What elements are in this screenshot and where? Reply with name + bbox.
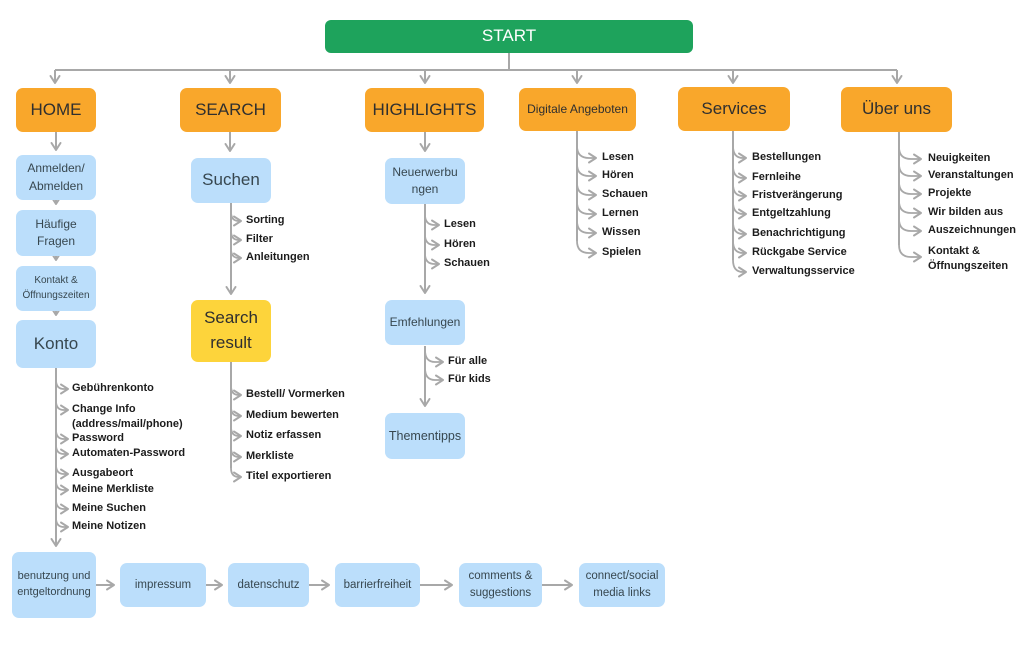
column-connectors bbox=[50, 131, 900, 547]
node-impressum: impressum bbox=[120, 563, 206, 607]
node-anmelden-abmelden: Anmelden/ Abmelden bbox=[16, 155, 96, 200]
konto-item-meine-notizen: Meine Notizen bbox=[72, 520, 146, 532]
ueber-item-veranstaltungen: Veranstaltungen bbox=[928, 169, 1014, 181]
ueber-item-auszeichnungen: Auszeichnungen bbox=[928, 224, 1017, 236]
services-item-entgeltzahlung: Entgeltzahlung bbox=[752, 207, 831, 219]
node-search-result: Search result bbox=[191, 300, 271, 362]
node-digitale-angeboten: Digitale Angeboten bbox=[519, 88, 636, 131]
node-ueber-uns: Über uns bbox=[841, 87, 952, 132]
konto-item-password: Password bbox=[72, 432, 124, 444]
node-konto: Konto bbox=[16, 320, 96, 368]
suchen-item-sorting: Sorting bbox=[246, 214, 285, 226]
emf-item-fuer-kids: Für kids bbox=[448, 373, 491, 385]
services-item-fristverlaengerung: Fristverängerung bbox=[752, 189, 843, 201]
neu-item-hoeren: Hören bbox=[444, 238, 476, 250]
result-item-notiz-erfassen: Notiz erfassen bbox=[246, 429, 322, 441]
ueber-item-wir-bilden-aus: Wir bilden aus bbox=[928, 206, 1004, 218]
node-suchen: Suchen bbox=[191, 158, 271, 203]
services-item-benachrichtigung: Benachrichtigung bbox=[752, 227, 846, 239]
node-services: Services bbox=[678, 87, 790, 131]
result-item-bestell-vormerken: Bestell/ Vormerken bbox=[246, 388, 345, 400]
node-connect-social-media: connect/social media links bbox=[579, 563, 665, 607]
digitale-item-hoeren: Hören bbox=[602, 169, 634, 181]
digitale-item-spielen: Spielen bbox=[602, 246, 642, 258]
node-benutzung-entgeltordnung: benutzung und entgeltordnung bbox=[12, 552, 96, 618]
node-thementipps: Thementipps bbox=[385, 413, 465, 459]
neu-item-schauen: Schauen bbox=[444, 257, 490, 269]
node-neuerwerbungen: Neuerwerbungen bbox=[385, 158, 465, 204]
digitale-item-lesen: Lesen bbox=[602, 151, 634, 163]
node-start: START bbox=[325, 20, 693, 53]
node-emfehlungen: Emfehlungen bbox=[385, 300, 465, 345]
konto-item-change-info: Change Info (address/mail/phone) bbox=[72, 403, 183, 430]
konto-item-automaten-password: Automaten-Password bbox=[72, 447, 186, 459]
services-item-fernleihe: Fernleihe bbox=[752, 171, 801, 183]
konto-item-gebuehrenkonto: Gebührenkonto bbox=[72, 382, 154, 394]
digitale-item-wissen: Wissen bbox=[602, 226, 641, 238]
result-item-titel-exportieren: Titel exportieren bbox=[246, 470, 332, 482]
node-haeufige-fragen: Häufige Fragen bbox=[16, 210, 96, 256]
top-level-connectors bbox=[49, 53, 903, 84]
neu-item-lesen: Lesen bbox=[444, 218, 476, 230]
ueber-item-neuigkeiten: Neuigkeiten bbox=[928, 152, 991, 164]
node-kontakt-oeffnungszeiten: Kontakt & Öffnungszeiten bbox=[16, 266, 96, 311]
services-item-bestellungen: Bestellungen bbox=[752, 151, 822, 163]
konto-item-meine-suchen: Meine Suchen bbox=[72, 502, 146, 514]
node-home: HOME bbox=[16, 88, 96, 132]
node-datenschutz: datenschutz bbox=[228, 563, 309, 607]
digitale-item-schauen: Schauen bbox=[602, 188, 648, 200]
ueber-item-kontakt-oeffnungszeiten: Kontakt & Öffnungszeiten bbox=[928, 245, 1009, 272]
result-item-medium-bewerten: Medium bewerten bbox=[246, 409, 339, 421]
node-search: SEARCH bbox=[180, 88, 281, 132]
digitale-item-lernen: Lernen bbox=[602, 207, 639, 219]
node-comments-suggestions: comments & suggestions bbox=[459, 563, 542, 607]
node-barrierfreiheit: barrierfreiheit bbox=[335, 563, 420, 607]
services-item-verwaltungsservice: Verwaltungsservice bbox=[752, 265, 855, 277]
services-item-rueckgabe-service: Rückgabe Service bbox=[752, 246, 847, 258]
node-highlights: HIGHLIGHTS bbox=[365, 88, 484, 132]
branch-arrows bbox=[55, 145, 922, 533]
ueber-item-projekte: Projekte bbox=[928, 187, 972, 199]
emf-item-fuer-alle: Für alle bbox=[448, 355, 488, 367]
konto-item-ausgabeort: Ausgabeort bbox=[72, 467, 134, 479]
suchen-item-filter: Filter bbox=[246, 233, 273, 245]
result-item-merkliste: Merkliste bbox=[246, 450, 294, 462]
konto-item-meine-merkliste: Meine Merkliste bbox=[72, 483, 154, 495]
suchen-item-anleitungen: Anleitungen bbox=[246, 251, 310, 263]
